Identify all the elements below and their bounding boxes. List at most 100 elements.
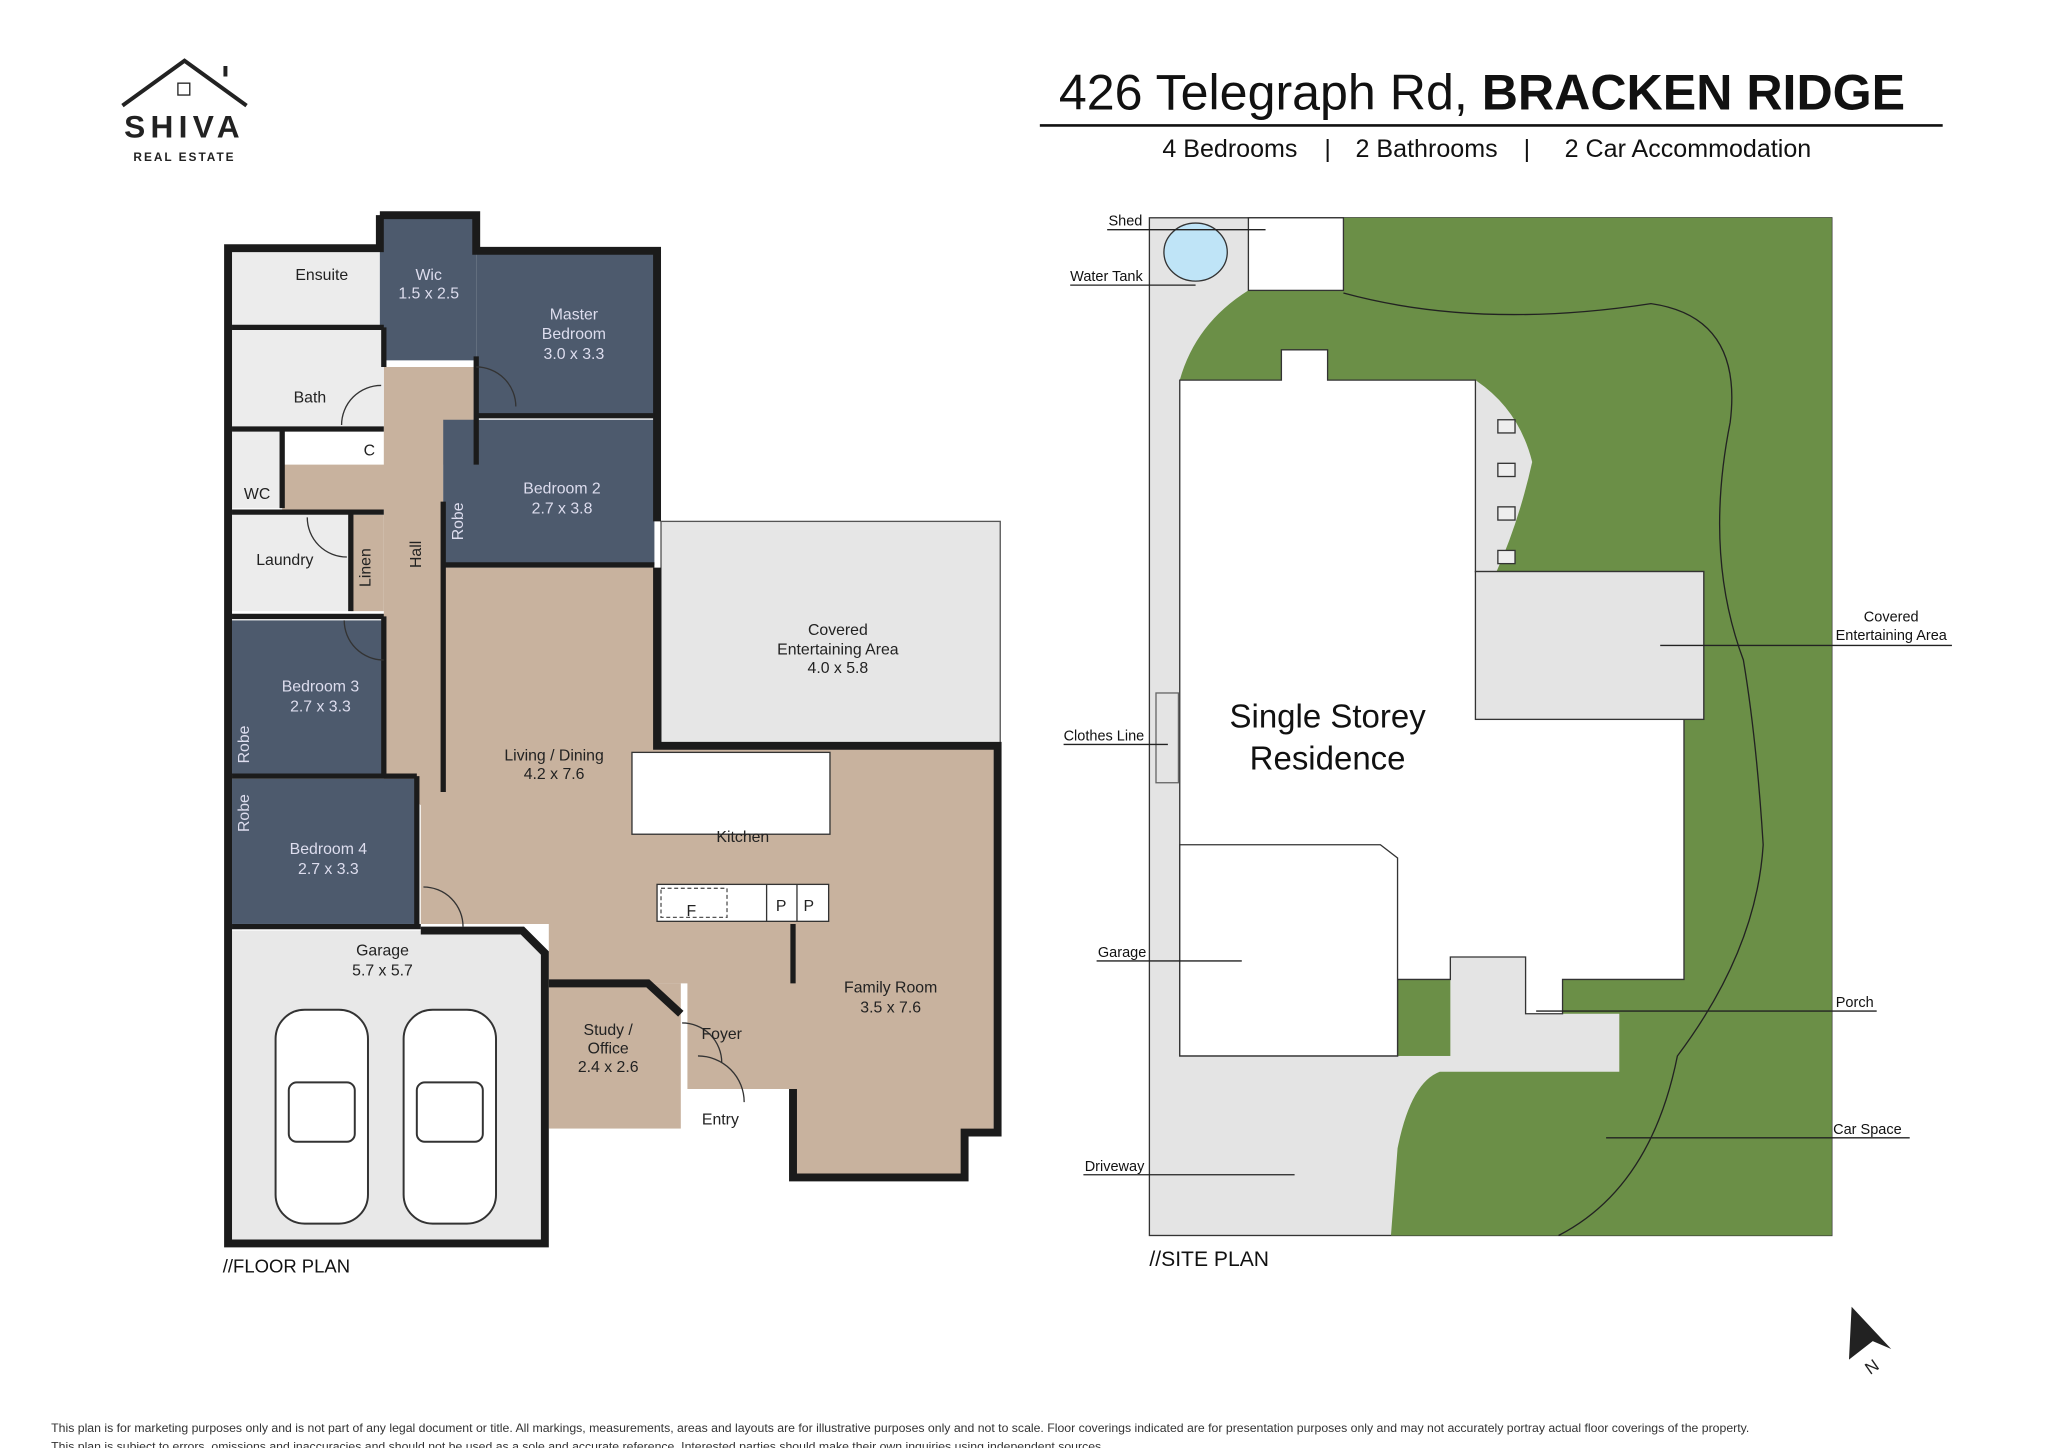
- driveway-label: Driveway: [1085, 1159, 1145, 1175]
- kitchen-bench: [631, 751, 831, 835]
- master-bedroom: [476, 250, 655, 415]
- porch-label: Porch: [1836, 995, 1874, 1011]
- room-label: C: [364, 442, 375, 459]
- room-label: Ensuite: [295, 267, 348, 284]
- clothes-line: [1155, 692, 1180, 784]
- residence-label: Single Storey: [1229, 697, 1426, 734]
- exterior-wall: [224, 215, 549, 1248]
- covered-entertaining-area: [660, 520, 1001, 744]
- stepping-stones: [1497, 419, 1516, 565]
- bath-room: [232, 329, 384, 427]
- garage-label: Garage: [1098, 945, 1146, 961]
- pantry-label: P: [776, 898, 787, 915]
- car-space-label: Car Space: [1833, 1122, 1902, 1138]
- fridge-space: [660, 887, 728, 919]
- room-label: Foyer: [701, 1026, 742, 1043]
- bedroom-3: [232, 620, 384, 775]
- covered-label: Entertaining Area: [1836, 628, 1948, 644]
- lawn-strip: [1397, 979, 1451, 1056]
- room-label: Entertaining Area: [777, 642, 899, 659]
- pantry-label: P: [804, 898, 815, 915]
- room-size: 4.2 x 7.6: [524, 766, 585, 783]
- car-icon: [274, 1008, 498, 1225]
- brand-logo: SHIVA REAL ESTATE: [121, 58, 248, 164]
- room-label: Bedroom 2: [523, 481, 600, 498]
- room-size: 2.7 x 3.3: [290, 698, 351, 715]
- room-labels: Ensuite Wic 1.5 x 2.5 Master Bedroom 3.0…: [236, 267, 937, 1129]
- room-label: Linen: [358, 548, 375, 587]
- bedroom-4: [232, 778, 417, 924]
- room-label: Living / Dining: [504, 747, 603, 764]
- room-label: WC: [244, 486, 270, 503]
- door-swing-icon: [306, 366, 745, 1103]
- room-label: Robe: [450, 502, 467, 540]
- room-label: Hall: [408, 541, 425, 568]
- room-size: 2.7 x 3.8: [532, 500, 593, 517]
- room-size: 2.7 x 3.3: [298, 861, 359, 878]
- interior-walls: [232, 324, 796, 984]
- fridge-label: F: [687, 903, 697, 920]
- shed: [1247, 217, 1345, 292]
- car-accommodation: 2 Car Accommodation: [1565, 135, 1812, 163]
- room-label: Entry: [702, 1112, 739, 1129]
- separator: |: [1524, 135, 1531, 163]
- site-plan: Shed Water Tank Clothes Line Garage Driv…: [1064, 214, 1952, 1271]
- hall-branch: [282, 464, 444, 510]
- shed-label: Shed: [1108, 214, 1142, 230]
- room-label: Study /: [584, 1022, 634, 1039]
- study-room: [548, 983, 681, 1129]
- room-label: Bath: [294, 390, 327, 407]
- room-label: Laundry: [256, 552, 313, 569]
- ensuite-room: [232, 250, 380, 327]
- room-label: Wic: [416, 267, 442, 284]
- garden-edge: [1343, 292, 1764, 1237]
- brand-name: SHIVA: [124, 108, 245, 144]
- room-size: 3.5 x 7.6: [860, 999, 921, 1016]
- laundry-room: [232, 514, 351, 612]
- north-label: N: [1861, 1355, 1883, 1378]
- suburb: BRACKEN RIDGE: [1482, 65, 1905, 121]
- residence-label: Residence: [1250, 740, 1406, 777]
- site-plan-caption: //SITE PLAN: [1149, 1248, 1269, 1271]
- exterior-wall: [548, 979, 684, 1017]
- room-label: Bedroom 3: [282, 679, 360, 696]
- disclaimer-line-1: This plan is for marketing purposes only…: [51, 1421, 1749, 1435]
- kitchen-island: [656, 883, 830, 922]
- floor-plan: Ensuite Wic 1.5 x 2.5 Master Bedroom 3.0…: [223, 211, 1002, 1276]
- garage-footprint: [1179, 844, 1399, 1057]
- lawn: [1179, 217, 1832, 1236]
- wc-room: [232, 431, 283, 509]
- room-label: Robe: [236, 794, 253, 832]
- disclaimer-line-2: This plan is subject to errors, omission…: [51, 1440, 1104, 1448]
- property-title: 426 Telegraph Rd, BRACKEN RIDGE: [1059, 65, 1905, 121]
- room-size: 1.5 x 2.5: [398, 285, 459, 302]
- exterior-wall: [653, 567, 1002, 1182]
- wic-room: [379, 215, 477, 361]
- bathrooms-count: 2 Bathrooms: [1356, 135, 1498, 163]
- room-label: Covered: [808, 622, 868, 639]
- room-label: Bedroom 4: [290, 841, 368, 858]
- room-label: Master: [550, 306, 599, 323]
- water-tank-label: Water Tank: [1070, 269, 1143, 285]
- window-icon: [177, 82, 191, 96]
- room-label: Bedroom: [542, 326, 606, 343]
- house-roof-icon: [121, 58, 248, 108]
- covered-label: Covered: [1864, 610, 1919, 626]
- room-size: 3.0 x 3.3: [544, 346, 605, 363]
- exterior-wall: [379, 211, 662, 522]
- room-size: 5.7 x 5.7: [352, 962, 413, 979]
- room-label: Kitchen: [716, 829, 769, 846]
- room-size: 4.0 x 5.8: [808, 660, 869, 677]
- linen-cupboard: [350, 514, 384, 612]
- separator: |: [1324, 135, 1331, 163]
- clothes-line-label: Clothes Line: [1064, 728, 1145, 744]
- brand-tagline: REAL ESTATE: [133, 150, 235, 164]
- room-label: Garage: [356, 943, 409, 960]
- north-arrow-icon: N: [1848, 1306, 1892, 1378]
- room-label: Robe: [236, 725, 253, 763]
- room-label: Family Room: [844, 980, 937, 997]
- address: 426 Telegraph Rd,: [1059, 65, 1482, 121]
- floor-plan-caption: //FLOOR PLAN: [223, 1255, 350, 1276]
- site-labels: Shed Water Tank Clothes Line Garage Driv…: [1064, 214, 1952, 1176]
